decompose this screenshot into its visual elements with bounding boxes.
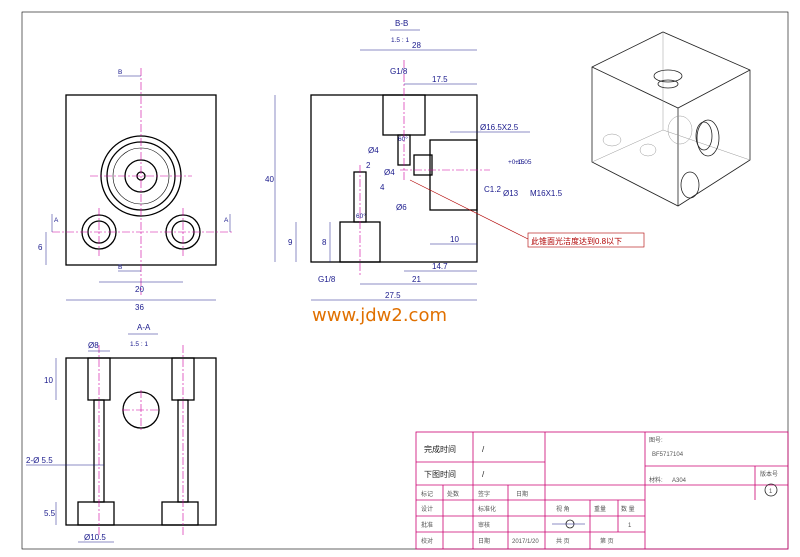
dim-g1-8-bottom: G1/8 [318,275,336,284]
sheet-border [21,11,789,550]
dim-4: 4 [380,183,385,192]
view-angle-label: 视 角 [556,505,570,513]
dim-g1-8-top: G1/8 [390,67,408,76]
material-value: A304 [672,478,687,484]
dim-tol-up: +0.15 [508,159,525,166]
finish-time-label: 完成时间 [424,444,456,454]
dim-phi13: Ø13 [503,189,519,198]
section-mark-b-top: B [118,69,122,76]
section-bb-view: B-B 1.5 : 1 28 17.5 G1/8 Ø16.5X2.5 Ø4 2 … [265,19,645,301]
dim-14-7: 14.7 [432,262,448,271]
dim-phi8: Ø8 [88,341,99,350]
front-view: B B A A 6 20 36 [38,68,232,312]
section-mark-a-right: A [224,217,229,224]
col-date: 日期 [516,490,528,498]
date2-label: 日期 [478,537,490,545]
dim-36: 36 [135,303,144,312]
dim-9: 9 [288,238,293,247]
watermark: www.jdw2.com [312,305,447,326]
dim-27-5: 27.5 [385,291,401,300]
dim-40: 40 [265,175,274,184]
date-value: 2017/1/20 [512,539,539,545]
dim-tol-lo: +0.05 [515,159,532,166]
dim-m16: M16X1.5 [530,189,563,198]
sheet-page: 第 页 [600,537,614,545]
dim-28: 28 [412,41,421,50]
dim-6: 6 [38,243,43,252]
dim-20: 20 [135,285,144,294]
surface-note: 此锥面光洁度达到0.8以下 [531,236,622,246]
dim-8: 8 [322,238,327,247]
qty-label: 数 量 [621,505,635,513]
isometric-view [591,31,751,207]
total-pages: 共 页 [556,537,570,545]
finish-time-value: / [482,445,485,454]
version-value: 1 [769,489,773,495]
dim-5-5: 5.5 [44,509,56,518]
dim-c1-2: C1.2 [484,185,501,194]
proofread-label: 校对 [421,537,433,545]
dim-2-phi-5-5: 2-Ø 5.5 [26,456,53,465]
dim-phi4-b: Ø4 [384,168,395,177]
standard-label: 标准化 [478,505,496,513]
draw-time-label: 下图时间 [424,469,456,479]
dim-phi6: Ø6 [396,203,407,212]
design-label: 设计 [421,505,433,513]
col-sign: 签字 [478,490,490,498]
section-bb-scale: 1.5 : 1 [391,37,409,44]
drawing-no-label: 图号: [649,437,663,444]
weight-label: 重量 [594,505,606,513]
approve-label: 批准 [421,521,433,529]
dim-21: 21 [412,275,421,284]
dim-phi16-5: Ø16.5X2.5 [480,123,519,132]
section-mark-b-bottom: B [118,264,122,271]
drawing-no: BF5717104 [652,452,684,458]
col-count: 处数 [447,490,459,498]
dim-60-b: 60° [356,212,366,220]
dim-10: 10 [450,235,459,244]
version-circle [764,483,778,497]
draw-time-value: / [482,470,485,479]
dim-phi10-5: Ø10.5 [84,533,106,542]
section-aa-title: A-A [137,323,151,332]
version-label: 版本号 [760,470,778,478]
col-mark: 标记 [421,490,433,498]
dim-17-5: 17.5 [432,75,448,84]
dim-10-aa: 10 [44,376,53,385]
dim-60-a: 60° [398,135,408,143]
dim-phi4-a: Ø4 [368,146,379,155]
qty-value: 1 [628,523,632,529]
review-label: 审核 [478,521,490,529]
section-bb-title: B-B [395,19,408,28]
section-aa-scale: 1.5 : 1 [130,341,148,348]
section-mark-a-left: A [54,217,59,224]
section-aa-view: A-A 1.5 : 1 Ø8 10 2-Ø 5.5 5.5 Ø10.5 [26,323,217,543]
dim-2: 2 [366,161,371,170]
title-block: 完成时间 / 下图时间 / 图号: BF5717104 材料: A304 版本号… [415,431,789,550]
note-box [527,232,645,248]
material-label: 材料: [649,476,663,484]
